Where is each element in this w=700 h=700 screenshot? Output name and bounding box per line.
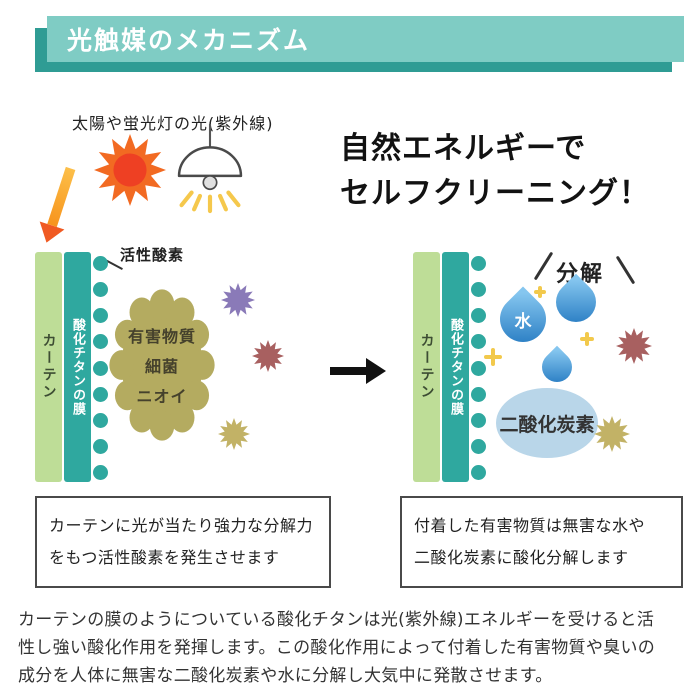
water-drop-icon bbox=[535, 345, 579, 389]
right-arrow-icon bbox=[330, 358, 386, 384]
curtain-bar-before: カーテン bbox=[35, 252, 62, 482]
caption-line: カーテンに光が当たり強力な分解力 bbox=[49, 516, 314, 535]
oxygen-dot bbox=[471, 386, 486, 402]
caption-box-before: カーテンに光が当たり強力な分解力 をもつ活性酸素を発生させます bbox=[35, 496, 331, 588]
decompose-ray-right bbox=[615, 255, 636, 285]
oxygen-dot bbox=[471, 465, 486, 480]
pollutant-particle-icon bbox=[594, 416, 630, 452]
page-title: 光触媒のメカニズム bbox=[67, 26, 311, 55]
film-label: 酸化チタンの膜 bbox=[70, 318, 85, 416]
headline-line1: 自然エネルギーで bbox=[340, 131, 587, 166]
sparkle-icon bbox=[580, 332, 594, 346]
pollutant-blob bbox=[109, 289, 215, 441]
caption-line: をもつ活性酸素を発生させます bbox=[49, 548, 280, 567]
oxygen-dot bbox=[471, 412, 486, 428]
curtain-label: カーテン bbox=[40, 333, 57, 401]
water-label: 水 bbox=[514, 311, 532, 332]
pollutant-particle-icon bbox=[218, 418, 250, 450]
footer-paragraph: カーテンの膜のようについている酸化チタンは光(紫外線)エネルギーを受けると活 性… bbox=[18, 606, 690, 690]
oxygen-dot bbox=[93, 334, 108, 350]
titanium-film-bar-before: 酸化チタンの膜 bbox=[64, 252, 91, 482]
oxygen-dot bbox=[471, 308, 486, 324]
oxygen-dots-after bbox=[471, 256, 486, 480]
oxygen-dot bbox=[93, 438, 108, 454]
decompose-ray-left bbox=[533, 251, 554, 281]
curtain-label: カーテン bbox=[418, 333, 435, 401]
footer-line: 性し強い酸化作用を発揮します。この酸化作用によって付着した有害物質や臭いの bbox=[18, 638, 656, 658]
oxygen-dot bbox=[93, 308, 108, 324]
oxygen-dot bbox=[471, 360, 486, 376]
oxygen-dot bbox=[93, 465, 108, 480]
footer-line: 成分を人体に無害な二酸化炭素や水に分解し大気中に発散させます。 bbox=[18, 666, 553, 686]
pollutant-particle-icon bbox=[616, 328, 652, 364]
active-oxygen-label: 活性酸素 bbox=[120, 246, 185, 264]
sun-icon bbox=[94, 134, 166, 206]
oxygen-dots-before bbox=[93, 256, 108, 480]
self-cleaning-headline: 自然エネルギーで セルフクリーニング！ bbox=[340, 126, 650, 216]
caption-line: 付着した有害物質は無害な水や bbox=[414, 516, 646, 535]
oxygen-dot bbox=[93, 386, 108, 402]
titanium-film-bar-after: 酸化チタンの膜 bbox=[442, 252, 469, 482]
co2-label: 二酸化炭素 bbox=[499, 413, 595, 436]
curtain-bar-after: カーテン bbox=[413, 252, 440, 482]
oxygen-dot bbox=[93, 256, 108, 271]
oxygen-dot bbox=[471, 282, 486, 298]
film-label: 酸化チタンの膜 bbox=[448, 318, 463, 416]
pollutant-text: 有害物質 細菌 ニオイ bbox=[127, 327, 196, 406]
oxygen-dot bbox=[93, 360, 108, 376]
lamp-rays bbox=[179, 190, 241, 214]
pollutant-particle-icon bbox=[221, 283, 255, 317]
co2-bubble: 二酸化炭素 bbox=[496, 388, 598, 458]
oxygen-dot bbox=[471, 256, 486, 271]
pollutant-particle-icon bbox=[252, 340, 284, 372]
uv-light-arrow-icon bbox=[31, 164, 84, 253]
sparkle-icon bbox=[484, 348, 502, 366]
caption-box-after: 付着した有害物質は無害な水や 二酸化炭素に酸化分解します bbox=[400, 496, 683, 588]
light-source-label: 太陽や蛍光灯の光(紫外線) bbox=[72, 114, 274, 133]
headline-line2: セルフクリーニング！ bbox=[340, 176, 650, 211]
oxygen-dot bbox=[93, 412, 108, 428]
caption-line: 二酸化炭素に酸化分解します bbox=[414, 548, 629, 567]
footer-line: カーテンの膜のようについている酸化チタンは光(紫外線)エネルギーを受けると活 bbox=[18, 610, 655, 630]
sparkle-icon bbox=[534, 286, 546, 298]
oxygen-dot bbox=[471, 334, 486, 350]
pendant-lamp-icon bbox=[177, 124, 243, 214]
oxygen-dot bbox=[471, 438, 486, 454]
title-banner: 光触媒のメカニズム bbox=[47, 16, 684, 62]
oxygen-dot bbox=[93, 282, 108, 298]
